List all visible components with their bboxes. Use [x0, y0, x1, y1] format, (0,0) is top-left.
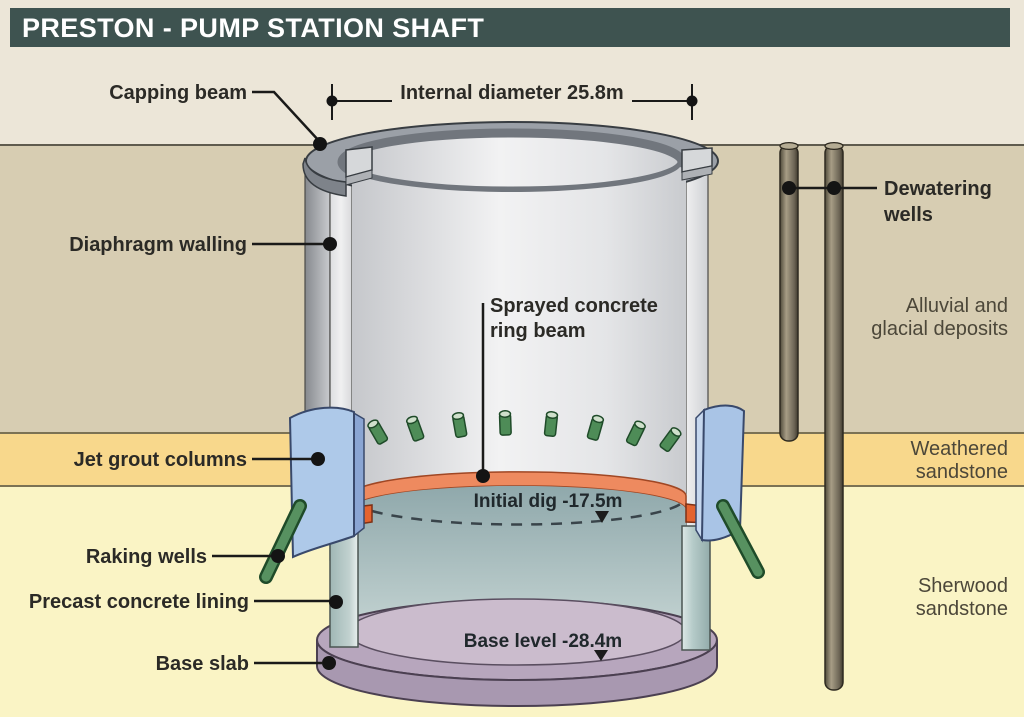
raking-wells-label: Raking wells: [86, 546, 207, 568]
internal-diameter-label: Internal diameter 25.8m: [400, 82, 623, 104]
capping-beam-front-face-left: [302, 157, 347, 197]
capping-beam-label: Capping beam: [109, 82, 247, 104]
capping-beam-cut-block-right-face: [681, 165, 713, 181]
diaphragm-walling-label: Diaphragm walling: [69, 234, 247, 256]
dimension-dot-right: [686, 95, 698, 107]
base-level-label: Base level -28.4m: [464, 631, 622, 652]
shaft-top: [302, 121, 720, 515]
dewatering-well-long: [824, 144, 844, 691]
jet-grout-dot: [311, 452, 325, 466]
callouts: Capping beam Diaphragm walling Sprayed c…: [29, 82, 992, 675]
well-head-top: [591, 414, 605, 424]
jet-grout-panel-left: [288, 406, 355, 559]
alluvial-label-1: Alluvial and: [906, 295, 1008, 317]
dewatering-dot-2: [827, 181, 841, 195]
capping-beam-dot: [313, 137, 327, 151]
precast-lining-left: [329, 525, 359, 648]
diaphragm-dot: [323, 237, 337, 251]
sherwood-label-2: sandstone: [916, 598, 1008, 620]
well-head-top: [451, 411, 465, 421]
weathered-label-2: sandstone: [916, 461, 1008, 483]
well-head-top: [670, 427, 682, 437]
base-level-marker: [594, 650, 608, 661]
sherwood-label-1: Sherwood: [918, 575, 1008, 597]
level-annotations: Initial dig -17.5m Base level -28.4m: [464, 491, 623, 661]
well-cap: [824, 141, 844, 151]
base-slab-group: [316, 598, 718, 707]
precast-lining-label: Precast concrete lining: [29, 591, 249, 613]
well-head-top: [545, 411, 559, 419]
base-slab-dot: [322, 656, 336, 670]
initial-dig-dashed-line: [371, 500, 685, 526]
dewatering-dot-1: [782, 181, 796, 195]
alluvial-label-2: glacial deposits: [871, 318, 1008, 340]
capping-beam-cut-block-left-face: [345, 169, 373, 186]
well-head-top: [367, 419, 379, 429]
title-bar: PRESTON - PUMP STATION SHAFT: [10, 8, 1010, 47]
well-cap: [779, 141, 799, 151]
jet-grout-label: Jet grout columns: [74, 449, 247, 471]
base-slab-front-face: [316, 639, 718, 707]
raking-well-left-fill: [261, 501, 305, 582]
dimension-internal-diameter: Internal diameter 25.8m: [326, 82, 698, 120]
shaft-interior-top: [337, 128, 687, 196]
weathered-label-1: Weathered: [911, 438, 1008, 460]
raking-well-heads: [367, 410, 682, 452]
base-slab-label: Base slab: [156, 653, 249, 675]
precast-dot: [329, 595, 343, 609]
excavated-interior: [348, 485, 686, 636]
well-head-top: [405, 415, 419, 425]
geology-labels: Alluvial and glacial deposits Weathered …: [871, 295, 1008, 620]
precast-lining-right: [681, 525, 711, 651]
well-head-top: [498, 410, 512, 418]
sprayed-dot: [476, 469, 490, 483]
raking-wells-tubes: [259, 499, 765, 584]
title-bar-background: [10, 8, 1010, 47]
raking-wells-dot: [271, 549, 285, 563]
initial-dig-label: Initial dig -17.5m: [474, 491, 623, 512]
well-head-top: [634, 420, 646, 430]
shaft-interior-wall: [352, 167, 686, 515]
capping-beam-leader: [252, 90, 321, 143]
sprayed-concrete-label-2: ring beam: [490, 320, 586, 342]
dewatering-wells: [779, 141, 844, 691]
dewatering-label-1: Dewatering: [884, 178, 992, 200]
initial-dig-marker: [595, 511, 609, 523]
dimension-dot-left: [326, 95, 338, 107]
page-title: PRESTON - PUMP STATION SHAFT: [22, 13, 484, 43]
dewatering-label-2: wells: [883, 204, 933, 226]
sprayed-concrete-label-1: Sprayed concrete: [490, 295, 658, 317]
raking-well-right-fill: [718, 501, 763, 577]
